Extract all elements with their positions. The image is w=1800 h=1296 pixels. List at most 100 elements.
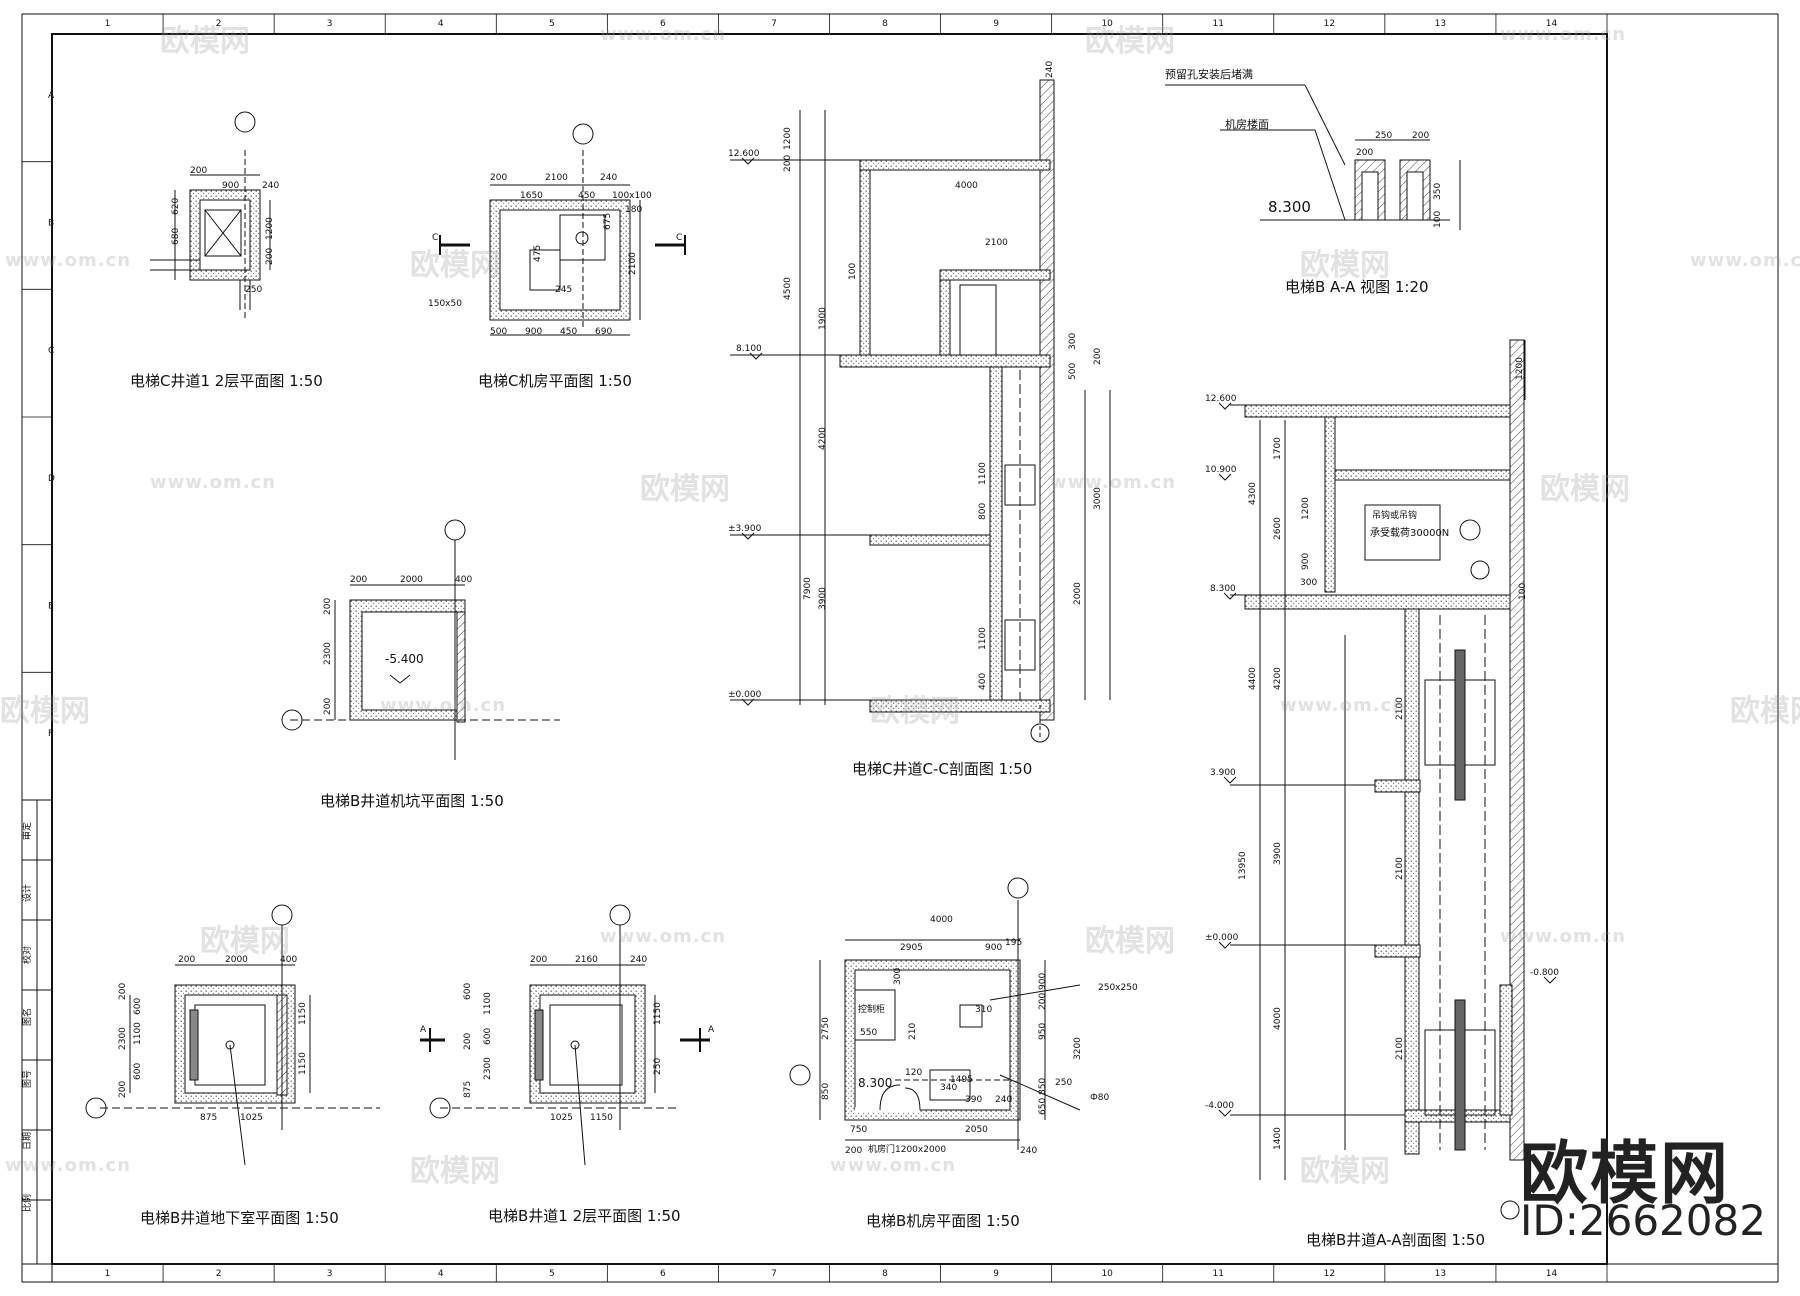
dimension-label: 1900 [818, 307, 828, 330]
axis-column-label: 2 [216, 1269, 222, 1279]
level-marker [741, 157, 755, 165]
axis-column-label: 4 [438, 19, 444, 29]
dimension-label: 300 [1068, 333, 1078, 350]
dimension-label: 875 [463, 1081, 473, 1098]
dimension-label: 1495 [950, 1075, 973, 1085]
dimension-label: 100 [848, 263, 858, 280]
dimension-label: 600 [463, 983, 473, 1000]
dimension-label: 300 [893, 968, 903, 985]
level-mark: -0.800 [1530, 968, 1559, 978]
title-block-label: 图名 [21, 1008, 33, 1026]
dimension-label: 900 [222, 181, 239, 191]
axis-column-label: 14 [1546, 1269, 1558, 1279]
dimension-label: 1025 [240, 1113, 263, 1123]
brand-logo: 欧模网 [1520, 1135, 1731, 1214]
dimension-label: 100 [1433, 211, 1443, 228]
axis-column-label: 7 [771, 19, 777, 29]
dimension-label: 2300 [483, 1057, 493, 1080]
dimension-label: 2050 [965, 1125, 988, 1135]
dimension-label: Ф80 [1090, 1093, 1109, 1103]
dimension-label: 450 [578, 191, 595, 201]
axis-column-label: 6 [660, 1269, 666, 1279]
axis-column-label: 13 [1435, 19, 1446, 29]
level-marker [1543, 976, 1557, 984]
dimension-label: 1650 [520, 191, 543, 201]
dimension-label: 1150 [298, 1052, 308, 1075]
dimension-label: 245 [555, 285, 572, 295]
dimension-label: 850 [1038, 1078, 1048, 1095]
c-machine-room-plan [439, 123, 686, 336]
dimension-label: 200 [463, 1033, 473, 1050]
note-control-cabinet: 控制柜 [858, 1005, 886, 1015]
dimension-label: 4200 [818, 427, 828, 450]
dimension-label: 240 [1045, 61, 1055, 78]
dimension-label: 200 [350, 575, 367, 585]
axis-column-label: 10 [1101, 19, 1113, 29]
axis-row-label: B [48, 219, 54, 229]
dimension-label: 600 [133, 998, 143, 1015]
dimension-label: 2750 [821, 1017, 831, 1040]
level-mark: 12.600 [1205, 394, 1237, 404]
dimension-label: 350 [1433, 183, 1443, 200]
level-mark: ±0.000 [1205, 933, 1239, 943]
dimension-label: 390 [965, 1095, 982, 1105]
dimension-label: 1100 [978, 627, 988, 650]
dimension-label: 200 [323, 598, 333, 615]
dimension-label: 900 [1301, 553, 1311, 570]
axis-column-label: 12 [1324, 19, 1335, 29]
axis-column-label: 11 [1213, 1269, 1224, 1279]
axis-column-label: 4 [438, 1269, 444, 1279]
b-section-aa [1230, 339, 1526, 1220]
axis-column-label: 3 [327, 19, 333, 29]
dimension-label: 2100 [1395, 857, 1405, 880]
dimension-label: 100 [1518, 583, 1528, 600]
axis-column-label: 7 [771, 1269, 777, 1279]
dimension-label: 240 [262, 181, 279, 191]
title-c-section: 电梯C井道C-C剖面图 1:50 [852, 760, 1033, 778]
dimension-label: 620 [171, 198, 181, 215]
title-block-label: 设计 [21, 884, 33, 902]
dimension-label: 3900 [818, 587, 828, 610]
dimension-label: 4500 [783, 277, 793, 300]
level-marker [741, 698, 755, 706]
title-block-label: 比例 [21, 1194, 33, 1212]
dimension-label: 2100 [1395, 1037, 1405, 1060]
dimension-label: 200 [845, 1146, 862, 1156]
dimension-label: 120 [905, 1068, 922, 1078]
dimension-label: 1200 [783, 127, 793, 150]
dimension-label: 400 [455, 575, 472, 585]
dimension-label: 1150 [590, 1113, 613, 1123]
title-b-machine-room: 电梯B机房平面图 1:50 [866, 1212, 1020, 1230]
level-b-machine: 8.300 [858, 1076, 893, 1090]
dimension-label: 200 [1038, 993, 1048, 1010]
dimension-label: 200 [1356, 148, 1373, 158]
level-mark: 3.900 [1210, 768, 1236, 778]
dimension-label: 3200 [1073, 1037, 1083, 1060]
dimension-label: 195 [1005, 938, 1022, 948]
axis-column-label: 9 [993, 19, 999, 29]
section-mark: A [708, 1025, 715, 1035]
dimension-label: 4000 [930, 915, 953, 925]
dimension-label: 240 [1020, 1146, 1037, 1156]
dimension-label: 13950 [1238, 851, 1248, 880]
note-pit-level: -5.400 [385, 652, 424, 666]
dimension-label: 250 [245, 285, 262, 295]
dimension-label: 2300 [323, 642, 333, 665]
dimension-label: 4000 [955, 181, 978, 191]
dimension-label: 2300 [118, 1027, 128, 1050]
title-c-machine-room: 电梯C机房平面图 1:50 [478, 372, 632, 390]
dimension-label: 2100 [985, 238, 1008, 248]
axis-column-label: 6 [660, 19, 666, 29]
dimension-label: 200 [118, 983, 128, 1000]
axis-column-label: 5 [549, 19, 555, 29]
axis-row-label: C [48, 346, 54, 356]
dimension-label: 1200 [1515, 357, 1525, 380]
dimension-label: 500 [490, 327, 507, 337]
dimension-label: 200 [178, 955, 195, 965]
axis-column-label: 5 [549, 1269, 555, 1279]
axis-column-label: 9 [993, 1269, 999, 1279]
dimension-label: 1200 [265, 217, 275, 240]
section-mark: C [432, 233, 438, 243]
axis-row-label: F [48, 729, 53, 739]
